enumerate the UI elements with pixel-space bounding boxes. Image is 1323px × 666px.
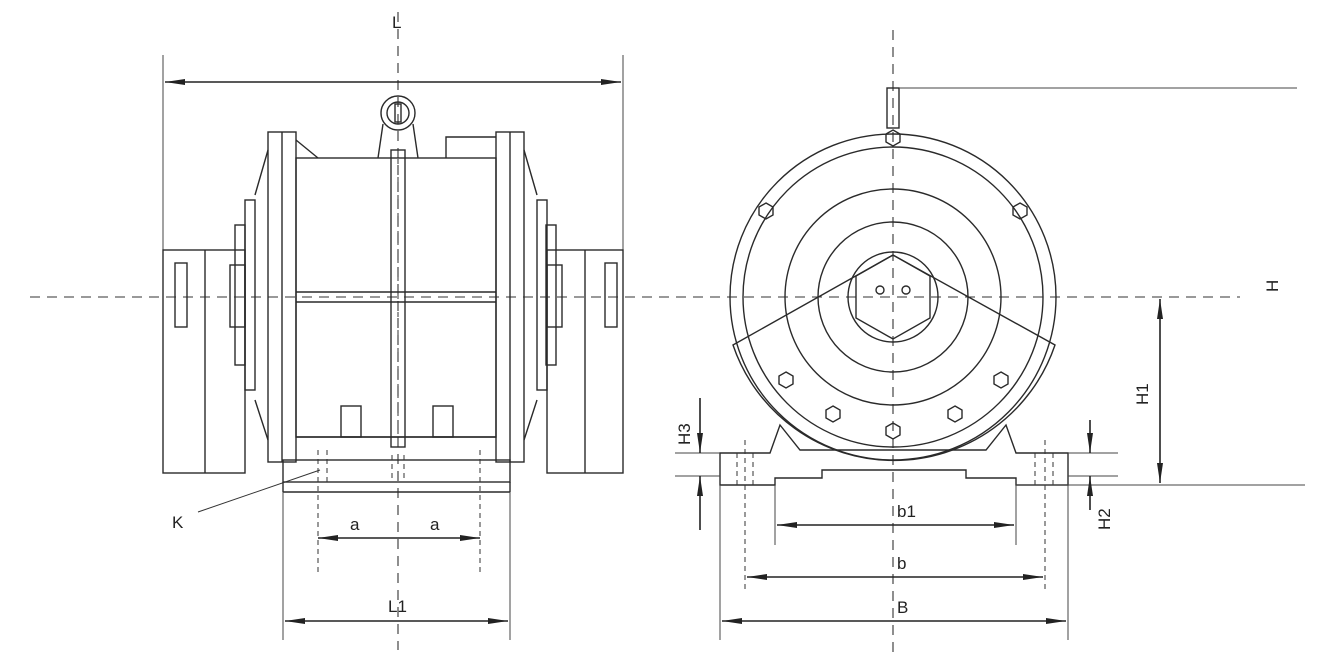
- label-a-left: a: [350, 515, 360, 534]
- label-b1: b1: [897, 502, 916, 521]
- label-H: H: [1263, 280, 1282, 292]
- label-L: L: [392, 13, 401, 32]
- label-H1: H1: [1133, 383, 1152, 405]
- side-view: L: [162, 13, 624, 640]
- label-B: B: [897, 598, 908, 617]
- label-a-right: a: [430, 515, 440, 534]
- label-b: b: [897, 554, 906, 573]
- label-H2: H2: [1095, 508, 1114, 530]
- label-K: K: [172, 513, 184, 532]
- end-view: H H1 H2 H3 b1 b B: [675, 87, 1305, 640]
- label-L1: L1: [388, 597, 407, 616]
- label-H3: H3: [675, 423, 694, 445]
